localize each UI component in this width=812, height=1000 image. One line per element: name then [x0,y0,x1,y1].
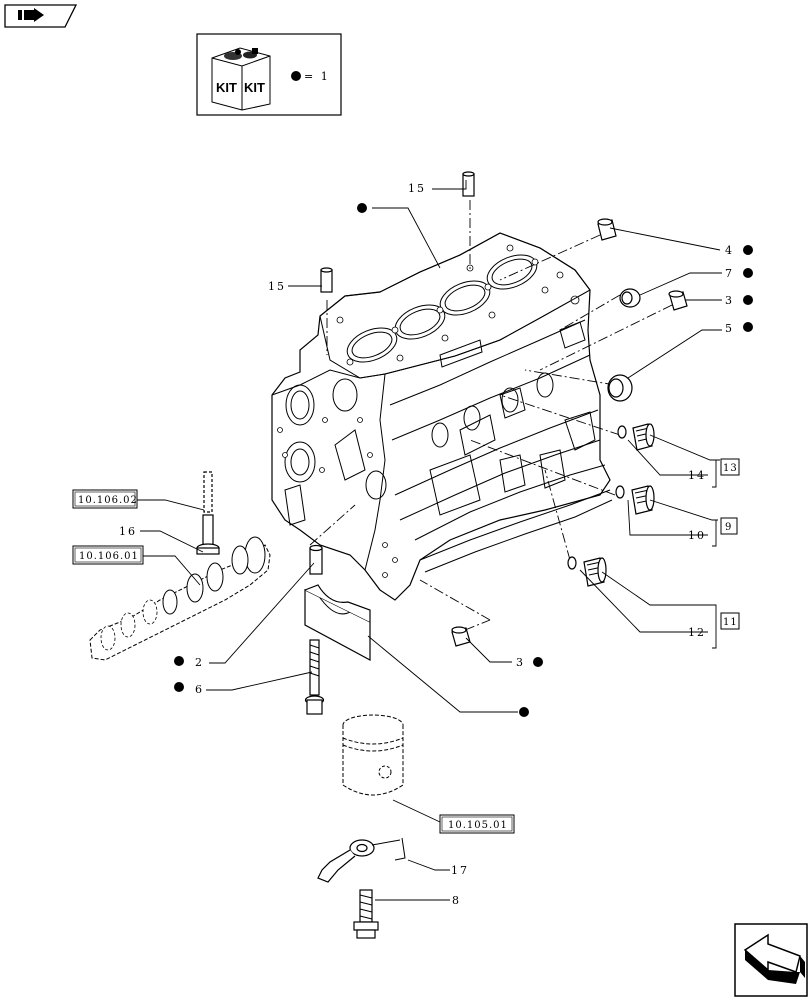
plug-4 [597,218,617,241]
callout-15-top: 15 [408,182,426,195]
kit-dot-marker [743,295,753,305]
bolt-8 [353,889,379,939]
callout-10: 10 [688,529,706,542]
next-page-arrow-icon[interactable] [734,923,808,997]
svg-text:10.106.01: 10.106.01 [79,551,139,562]
callout-6: 6 [195,683,204,696]
callout-8: 8 [452,894,461,907]
kit-dot-marker [519,707,529,717]
callout-numbers: 15 15 4 7 3 5 14 10 12 16 2 6 3 17 8 [119,182,734,907]
cap-5 [607,374,633,402]
dowel-pin-top [462,171,475,197]
svg-text:10.106.02: 10.106.02 [78,495,138,506]
camshaft [89,536,271,661]
callout-3-upper: 3 [725,294,734,307]
engine-block [271,232,613,601]
oil-jet-17 [317,837,406,883]
sealing-ring-7 [619,288,641,308]
callout-15-left: 15 [268,280,286,293]
threaded-plug-10 [615,485,655,515]
group-box-13: 13 [720,458,740,476]
assembly-centerlines [309,200,673,631]
dowel-pin-left [320,267,333,293]
svg-text:10.105.01: 10.105.01 [448,820,508,831]
kit-dot-marker [291,71,301,81]
kit-dot-marker [743,322,753,332]
callout-16: 16 [119,525,137,538]
reference-link-10-105-01[interactable]: 10.105.01 [439,814,515,834]
reference-link-10-106-01[interactable]: 10.106.01 [72,545,144,565]
main-bearing-cap [304,584,371,662]
kit-dot-marker [357,203,367,213]
kit-dot-marker [174,682,184,692]
kit-dot-marker [743,268,753,278]
piston [342,714,404,796]
kit-dot-marker [533,657,543,667]
callout-2: 2 [195,656,204,669]
callout-12: 12 [688,626,706,639]
callout-4: 4 [725,244,734,257]
kit-dots [174,203,753,717]
plug-3-lower [451,626,471,647]
callout-14: 14 [688,469,706,482]
kit-label-right: KIT [244,80,265,95]
kit-label-left: KIT [216,80,237,95]
group-box-11: 11 [720,612,740,630]
dowel-2 [309,544,323,575]
svg-text:9: 9 [725,522,732,533]
kit-legend-text: = 1 [304,70,330,83]
plug-3-upper [668,290,688,311]
callout-7: 7 [725,267,734,280]
kit-box-icon: KIT KIT [211,47,271,111]
back-arrow-icon[interactable] [4,4,78,28]
callout-17: 17 [451,864,469,877]
kit-dot-marker [174,656,184,666]
svg-text:11: 11 [723,617,738,628]
threaded-plug-14 [617,423,655,451]
bolt-6 [304,639,325,715]
reference-link-10-106-02[interactable]: 10.106.02 [72,489,138,509]
kit-dot-marker [743,245,753,255]
callout-leaders [137,180,722,901]
group-box-9: 9 [720,517,738,535]
kit-legend-box: KIT KIT = 1 [196,33,342,116]
tappet-16 [196,471,220,555]
callout-3-lower: 3 [516,656,525,669]
cylinder-bore [346,327,398,363]
threaded-plug-12 [567,556,607,587]
callout-5: 5 [725,322,734,335]
svg-text:13: 13 [723,463,738,474]
